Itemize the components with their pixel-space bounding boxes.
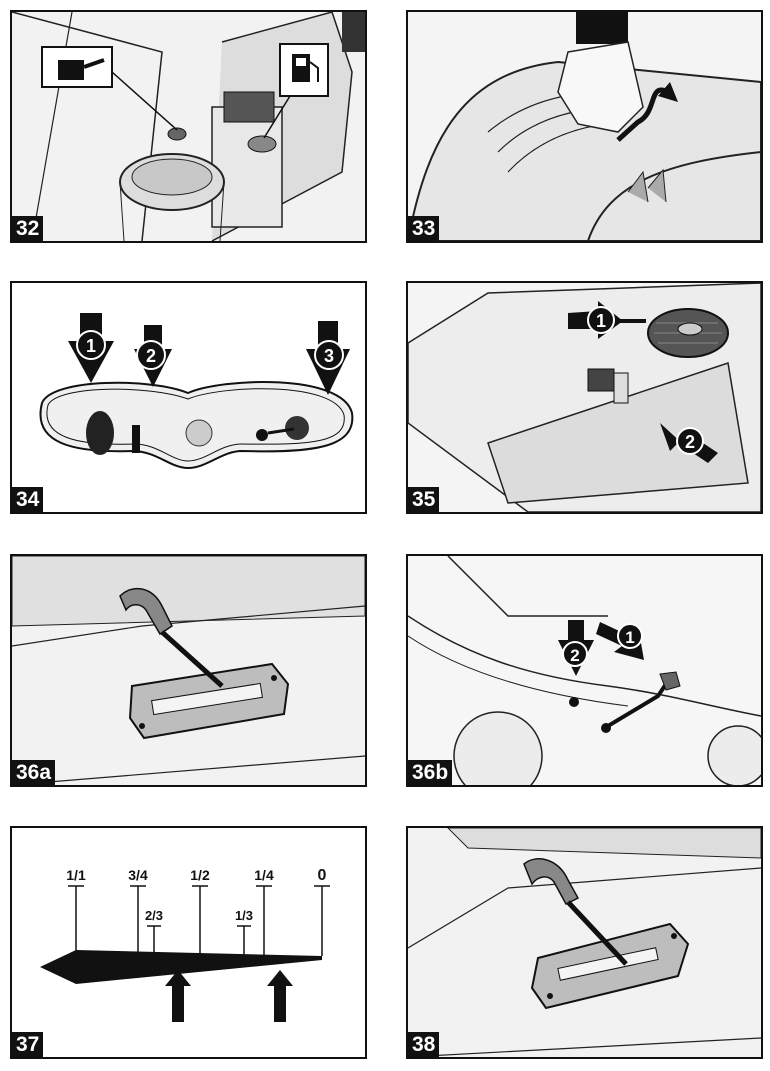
- figure-number: 32: [12, 216, 44, 241]
- callout-2: 2: [685, 432, 695, 452]
- throttle-lever-position-illustration: [408, 828, 761, 1057]
- throttle-lever-illustration: [12, 556, 365, 785]
- scale-mark-half: 1/2: [190, 867, 210, 883]
- pedal-illustration: 1 2: [408, 283, 761, 512]
- figure-number: 34: [12, 487, 44, 512]
- figure-38-panel: 38: [406, 826, 763, 1059]
- dashboard-controls-illustration: 1 2 3: [12, 283, 365, 512]
- callout-1: 1: [596, 311, 606, 331]
- scale-mark-one-third: 1/3: [235, 908, 253, 923]
- figure-36b-panel: 2 1 36b: [406, 554, 763, 787]
- figure-34-panel: 1 2 3 34: [10, 281, 367, 514]
- scale-mark-full: 1/1: [66, 867, 86, 883]
- scale-mark-zero: 0: [318, 867, 327, 884]
- fuel-tank-illustration: [12, 12, 365, 241]
- throttle-scale-diagram: 1/1 3/4 1/2 1/4 0 2/3 1/3: [12, 828, 365, 1057]
- figure-32-panel: 32: [10, 10, 367, 243]
- scale-mark-three-quarter: 3/4: [128, 867, 148, 883]
- scale-mark-quarter: 1/4: [254, 867, 274, 883]
- figure-37-panel: 1/1 3/4 1/2 1/4 0 2/3 1/3 37: [10, 826, 367, 1059]
- figure-number: 37: [12, 1032, 44, 1057]
- figure-35-panel: 1 2 35: [406, 281, 763, 514]
- figure-36a-panel: 36a: [10, 554, 367, 787]
- callout-1: 1: [86, 336, 96, 356]
- figure-number: 35: [408, 487, 440, 512]
- callout-3: 3: [324, 346, 334, 366]
- mower-lever-illustration: 2 1: [408, 556, 761, 785]
- figure-number: 38: [408, 1032, 440, 1057]
- figure-33-panel: 33: [406, 10, 763, 243]
- figure-number: 36b: [408, 760, 453, 785]
- scale-mark-two-thirds: 2/3: [145, 908, 163, 923]
- callout-2: 2: [570, 646, 579, 665]
- figure-number: 36a: [12, 760, 56, 785]
- figure-number: 33: [408, 216, 440, 241]
- callout-2: 2: [146, 346, 156, 366]
- seat-lift-illustration: [408, 12, 761, 241]
- callout-1: 1: [625, 628, 634, 647]
